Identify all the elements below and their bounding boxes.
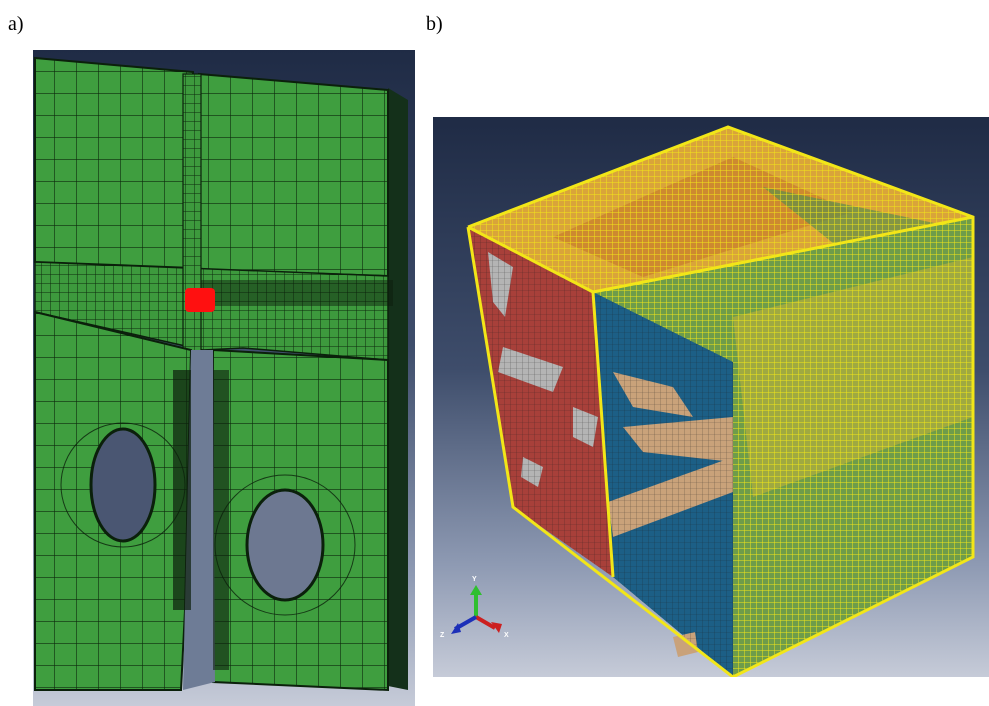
upper-right-plate: [198, 72, 389, 278]
voxel-cube-viewport: Y X Z: [433, 117, 989, 677]
triad-z-label: Z: [440, 632, 445, 639]
crack-tip-refined-zone: [185, 288, 215, 312]
specimen-mesh-viewport: [33, 50, 415, 706]
axis-triad: Y X Z: [440, 576, 509, 639]
triad-x-label: X: [504, 632, 509, 639]
x-axis-arrow: [474, 615, 497, 630]
pin-hole-left: [89, 427, 157, 543]
panel-label-b: b): [426, 13, 443, 35]
panel-label-a: a): [8, 13, 24, 35]
voxel-cube-render: Y X Z: [440, 125, 975, 677]
triad-y-label: Y: [472, 576, 477, 583]
cube-outline: [466, 125, 975, 677]
specimen-right-edge: [388, 88, 408, 690]
specimen-mesh-render: [34, 56, 408, 692]
pin-hole-right: [245, 488, 325, 602]
upper-left-plate: [34, 56, 194, 270]
